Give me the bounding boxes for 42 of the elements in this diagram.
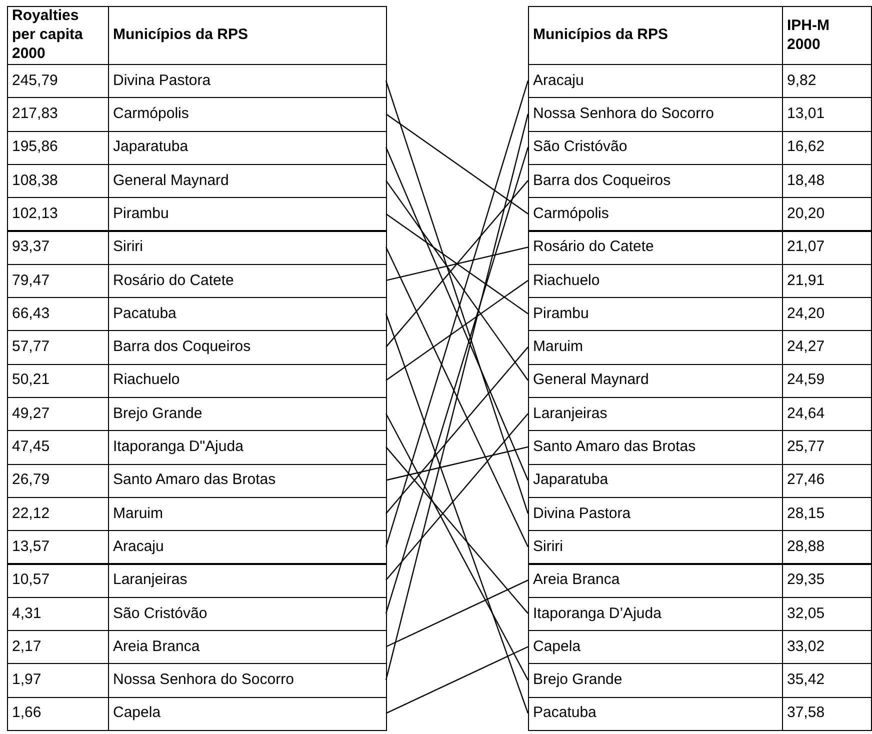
value-cell: 37,58: [782, 696, 872, 731]
connector-line: [386, 580, 528, 648]
connector-line: [386, 646, 528, 714]
value-cell: 93,37: [7, 230, 109, 265]
municipality-cell: Pirambu: [108, 197, 387, 232]
connector-line: [386, 180, 528, 381]
connector-line: [385, 246, 529, 548]
connector-line: [386, 446, 528, 614]
municipality-cell: Areia Branca: [528, 564, 783, 598]
connector-line: [385, 147, 529, 614]
connector-line: [386, 246, 528, 282]
connector-line: [385, 314, 529, 714]
connector-line: [386, 413, 528, 581]
table-header-cell: Municípios da RPS: [108, 6, 387, 65]
municipality-cell: Capela: [108, 696, 387, 731]
value-cell: 13,57: [7, 530, 109, 564]
value-cell: 20,20: [782, 197, 872, 232]
value-cell: 28,88: [782, 530, 872, 564]
municipality-cell: Carmópolis: [528, 197, 783, 232]
table-header-cell: Municípios da RPS: [528, 6, 783, 65]
value-cell: 29,35: [782, 564, 872, 598]
value-cell: 102,13: [7, 197, 109, 232]
connector-line: [385, 147, 529, 480]
connector-line: [386, 213, 528, 314]
connector-line: [386, 113, 528, 214]
municipality-cell: Laranjeiras: [108, 564, 387, 598]
connector-line: [385, 114, 529, 680]
connector-line: [386, 446, 528, 481]
value-cell: 21,07: [782, 230, 872, 265]
value-cell: 1,66: [7, 696, 109, 731]
connector-line: [386, 180, 528, 348]
connector-line: [385, 413, 529, 680]
municipality-cell: Pacatuba: [528, 696, 783, 731]
municipality-cell: Siriri: [108, 230, 387, 265]
connector-line: [386, 280, 528, 381]
municipality-cell: Rosário do Catete: [528, 230, 783, 265]
municipality-cell: Siriri: [528, 530, 783, 564]
value-cell: 10,57: [7, 564, 109, 598]
table-header-cell: Royalties per capita 2000: [7, 6, 109, 65]
municipality-cell: Aracaju: [108, 530, 387, 564]
table-header-cell: IPH-M 2000: [782, 6, 872, 65]
connector-line: [386, 346, 528, 514]
